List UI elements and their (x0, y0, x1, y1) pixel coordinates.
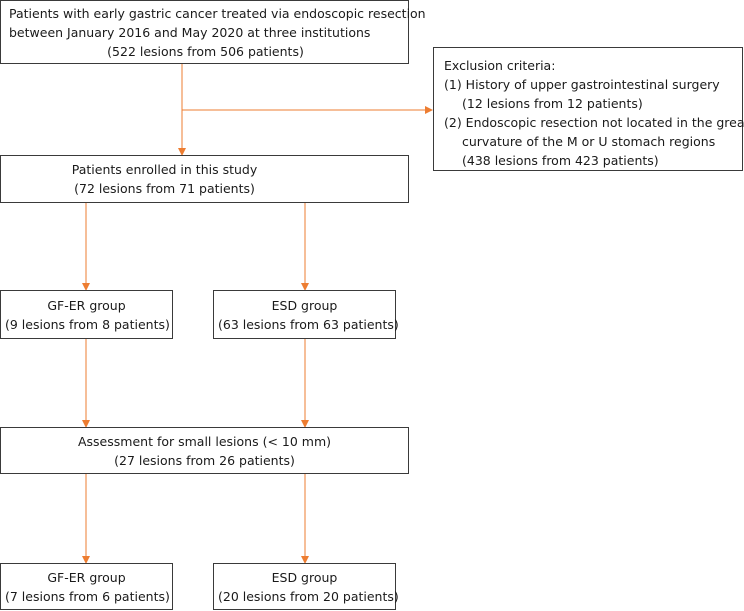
esd-small-box: ESD group (20 lesions from 20 patients) (213, 563, 399, 610)
assessment-line-1: Assessment for small lesions (< 10 mm) (77, 434, 332, 449)
esd-small-label: ESD group (271, 570, 338, 585)
top-box-line-2: between January 2016 and May 2020 at thr… (9, 25, 371, 40)
exclusion-item-2-line-2: curvature of the M or U stomach regions (462, 134, 716, 149)
gfer-small-box: GF-ER group (7 lesions from 6 patients) (0, 563, 173, 610)
esd-group-label: ESD group (271, 298, 338, 313)
enrolled-line-2: (72 lesions from 71 patients) (74, 181, 255, 196)
assessment-box: Assessment for small lesions (< 10 mm) (… (0, 427, 409, 474)
enrolled-line-1: Patients enrolled in this study (71, 162, 258, 177)
gfer-group-count: (9 lesions from 8 patients) (5, 317, 170, 332)
gfer-group-label: GF-ER group (47, 298, 126, 313)
exclusion-title: Exclusion criteria: (444, 58, 556, 73)
top-box-line-3: (522 lesions from 506 patients) (107, 44, 304, 59)
exclusion-item-2-count: (438 lesions from 423 patients) (462, 153, 659, 168)
esd-small-count: (20 lesions from 20 patients) (218, 589, 399, 604)
esd-group-count: (63 lesions from 63 patients) (218, 317, 399, 332)
enrolled-box: Patients enrolled in this study (72 lesi… (0, 155, 409, 203)
exclusion-item-1-count: (12 lesions from 12 patients) (462, 96, 643, 111)
gfer-small-label: GF-ER group (47, 570, 126, 585)
exclusion-criteria-box: Exclusion criteria: (1) History of upper… (433, 47, 744, 171)
exclusion-item-2-line-1: (2) Endoscopic resection not located in … (444, 115, 744, 130)
gfer-group-box: GF-ER group (9 lesions from 8 patients) (0, 290, 173, 339)
gfer-small-count: (7 lesions from 6 patients) (5, 589, 170, 604)
top-box: Patients with early gastric cancer treat… (0, 0, 426, 64)
esd-group-box: ESD group (63 lesions from 63 patients) (213, 290, 399, 339)
exclusion-item-1: (1) History of upper gastrointestinal su… (444, 77, 720, 92)
assessment-line-2: (27 lesions from 26 patients) (114, 453, 295, 468)
top-box-line-1: Patients with early gastric cancer treat… (9, 6, 426, 21)
